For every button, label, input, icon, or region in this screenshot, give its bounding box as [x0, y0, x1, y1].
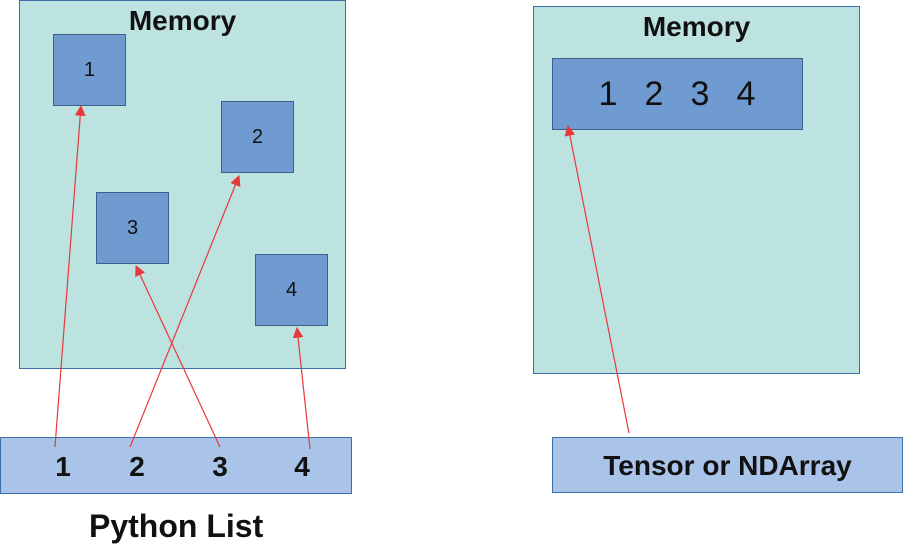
array-value-2: 2 [644, 74, 664, 113]
list-item-3: 3 [212, 451, 228, 482]
array-value-1: 1 [598, 74, 618, 113]
arrow-list-4-to-cell-4 [292, 326, 311, 450]
python-list-caption: Python List [89, 508, 264, 544]
contiguous-array-block: 1 2 3 4 [552, 58, 803, 130]
memory-cell-3: 3 [96, 192, 169, 264]
tensor-bar: Tensor or NDArray [552, 437, 903, 493]
memory-title-right: Memory [642, 11, 751, 42]
arrow-list-3-to-cell-3 [135, 265, 221, 448]
memory-cell-2: 2 [221, 101, 294, 173]
arrow-list-2-to-cell-2 [129, 174, 241, 448]
memory-cell-1: 1 [53, 34, 126, 106]
memory-cell-4: 4 [255, 254, 328, 326]
list-item-4: 4 [294, 451, 310, 482]
array-value-4: 4 [736, 74, 756, 113]
arrow-tensor-to-array [564, 124, 630, 434]
list-item-1: 1 [55, 451, 71, 482]
array-value-3: 3 [690, 74, 710, 113]
python-list-bar: 1 2 3 4 [0, 437, 352, 494]
list-item-2: 2 [129, 451, 145, 482]
arrow-list-1-to-cell-1 [54, 104, 86, 448]
tensor-label: Tensor or NDArray [603, 450, 852, 481]
memory-title-left: Memory [128, 5, 237, 36]
